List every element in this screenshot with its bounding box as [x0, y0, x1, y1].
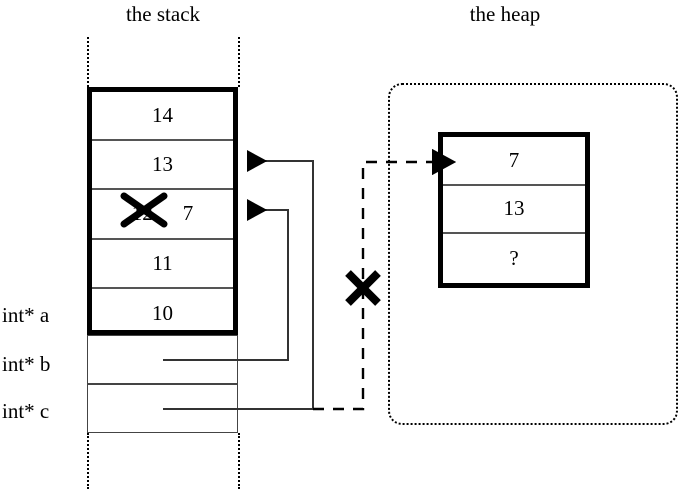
- stack-cell-2-new-value: 7: [182, 201, 194, 226]
- heap-title: the heap: [469, 2, 541, 26]
- pointer-cell-c: [87, 384, 238, 433]
- stack-guide-left-bottom: [87, 433, 89, 489]
- stack-guide-left-top: [87, 37, 89, 87]
- variable-label-c: int* c: [2, 399, 50, 423]
- pointer-cell-b: [87, 335, 238, 384]
- heap-cell-1: 13: [443, 186, 585, 235]
- heap-cell-2-value: ?: [509, 245, 519, 270]
- invalidated-pointer-x-icon: [345, 270, 381, 306]
- stack-title: the stack: [125, 2, 201, 26]
- heap-cell-1-value: 13: [503, 196, 525, 221]
- heap-block: 7 13 ?: [438, 132, 590, 288]
- stack-cell-3: 11: [92, 240, 233, 289]
- variable-label-b: int* b: [2, 352, 51, 376]
- heap-cell-0: 7: [443, 137, 585, 186]
- heap-cell-2: ?: [443, 234, 585, 283]
- variable-label-a: int* a: [2, 303, 50, 327]
- strikeout-x-icon: [120, 192, 168, 228]
- stack-guide-right-bottom: [238, 433, 240, 489]
- stack-cell-0: 14: [92, 92, 233, 142]
- stack-cell-3-value: 11: [152, 250, 173, 275]
- stack-cell-4: 10: [92, 289, 233, 338]
- stack-cell-1-value: 13: [152, 152, 173, 177]
- heap-cell-0-value: 7: [508, 147, 520, 172]
- stack-cell-0-value: 14: [152, 103, 173, 128]
- stack-guide-right-top: [238, 37, 240, 87]
- stack-array-block: 14 13 12 7 11 10: [87, 87, 238, 335]
- stack-cell-4-value: 10: [152, 300, 173, 325]
- stack-cell-1: 13: [92, 141, 233, 191]
- stack-cell-2: 12 7: [92, 190, 233, 240]
- stack-cell-2-old-value-group: 12: [120, 192, 168, 228]
